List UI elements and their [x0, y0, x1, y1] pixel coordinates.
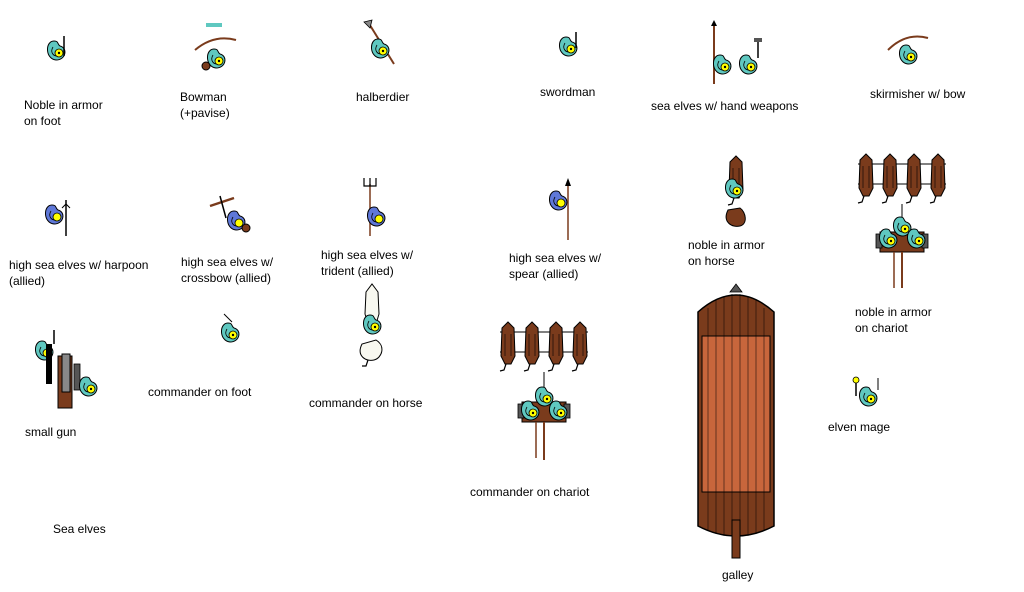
label-spear: high sea elves w/spear (allied) — [509, 251, 602, 281]
trident-sprite — [363, 178, 386, 236]
swordman-sprite — [558, 32, 578, 57]
halberdier-sprite — [363, 19, 395, 65]
commander-chariot-sprite — [499, 321, 588, 460]
label-skirmisher: skirmisher w/ bow — [870, 87, 966, 101]
commander-foot-sprite — [220, 313, 240, 343]
label-harpoon: high sea elves w/ harpoon(allied) — [9, 258, 149, 288]
noble-horse-sprite — [724, 155, 746, 227]
label-elven-mage: elven mage — [828, 420, 891, 434]
label-galley: galley — [722, 568, 754, 582]
noble-foot-sprite — [46, 36, 66, 61]
elven-mage-sprite — [852, 376, 879, 407]
commander-horse-sprite — [359, 283, 383, 367]
army-title: Sea elves — [53, 522, 106, 536]
galley-sprite — [697, 283, 775, 559]
noble-chariot-sprite — [857, 153, 946, 288]
label-commander-horse: commander on horse — [309, 396, 423, 410]
label-small-gun: small gun — [25, 425, 77, 439]
label-bowman: Bowman(+pavise) — [180, 90, 230, 120]
label-crossbow: high sea elves w/crossbow (allied) — [181, 255, 274, 285]
label-halberdier: halberdier — [356, 90, 410, 104]
label-sea-elves-hand: sea elves w/ hand weapons — [651, 99, 799, 113]
crossbow-sprite — [209, 195, 251, 233]
spear-sprite — [548, 178, 571, 240]
small-gun-sprite — [34, 330, 98, 409]
harpoon-sprite — [44, 200, 71, 236]
label-commander-chariot: commander on chariot — [470, 485, 590, 499]
bowman-sprite — [194, 23, 237, 71]
label-swordman: swordman — [540, 85, 596, 99]
sea-elves-hand-sprite — [711, 20, 762, 84]
label-trident: high sea elves w/trident (allied) — [321, 248, 414, 278]
skirmisher-sprite — [887, 35, 929, 65]
label-commander-foot: commander on foot — [148, 385, 252, 399]
